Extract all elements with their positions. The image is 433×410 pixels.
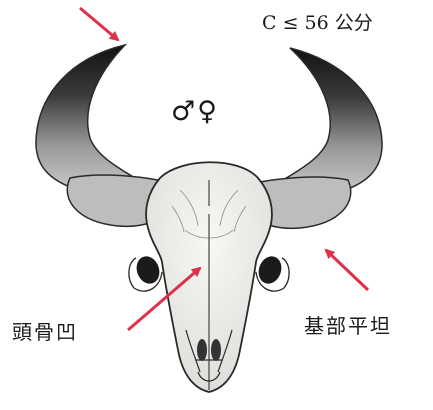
male-female-symbol-icon: ♂♀	[171, 96, 219, 127]
left-nasal-cavity	[197, 339, 207, 361]
horn-base-arrow	[326, 250, 368, 290]
left-horn	[36, 45, 150, 190]
flat-base-label: 基部平坦	[304, 310, 392, 339]
horn-tip-arrow	[80, 8, 118, 40]
right-horn	[268, 48, 382, 192]
horn-span-measurement-label: C ≤ 56 公分	[262, 8, 373, 35]
right-nasal-cavity	[211, 339, 221, 361]
skull-depression-label: 頭骨凹	[12, 316, 78, 345]
